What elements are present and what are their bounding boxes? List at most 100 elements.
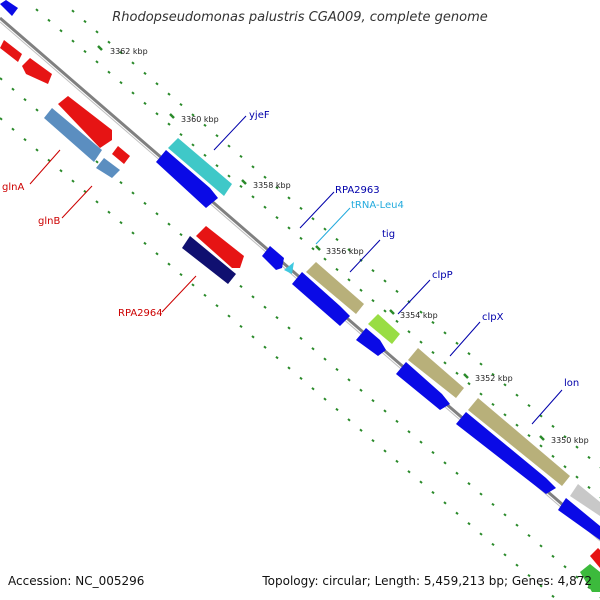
tick-dot bbox=[467, 382, 471, 386]
tick-dot bbox=[371, 439, 375, 443]
tick-dot bbox=[191, 143, 195, 147]
tick-dot bbox=[551, 554, 555, 558]
label-RPA2964[interactable]: RPA2964 bbox=[118, 308, 163, 319]
tick-dot bbox=[479, 532, 483, 536]
tick-dot bbox=[455, 341, 459, 345]
tick-dot bbox=[227, 144, 231, 148]
gene-green-edge[interactable] bbox=[580, 564, 600, 592]
tick-dot bbox=[539, 584, 543, 588]
tick-dot bbox=[347, 248, 351, 252]
label-glnB[interactable]: glnB bbox=[38, 216, 60, 227]
tick-dot bbox=[587, 455, 591, 460]
tick-dot bbox=[71, 179, 75, 183]
gene-navy-RPA2964[interactable] bbox=[182, 236, 236, 284]
tick-dot bbox=[119, 221, 123, 225]
tick-dot bbox=[191, 283, 195, 287]
gene-red-small[interactable] bbox=[112, 146, 130, 164]
tick-dot bbox=[407, 470, 411, 474]
gene-red-glnA[interactable] bbox=[58, 96, 112, 148]
tick-dot bbox=[563, 565, 567, 569]
tick-label-3358: 3358 kbp bbox=[253, 181, 291, 190]
callout-lon bbox=[531, 389, 563, 425]
tick-dot bbox=[575, 475, 579, 479]
tick-dot bbox=[335, 267, 339, 272]
gene-red-1[interactable] bbox=[0, 40, 22, 62]
gene-steel-2[interactable] bbox=[96, 158, 120, 178]
tick-dot bbox=[335, 367, 339, 372]
tick-dot bbox=[287, 326, 291, 330]
gene-blue-clpX[interactable] bbox=[396, 362, 450, 410]
tick-dot bbox=[215, 164, 219, 168]
label-glnA[interactable]: glnA bbox=[2, 182, 24, 193]
gene-track-forward bbox=[156, 138, 600, 592]
tick-dot bbox=[23, 137, 27, 142]
gene-khaki-tig[interactable] bbox=[306, 262, 364, 314]
tick-dot bbox=[383, 449, 387, 453]
tick-dot bbox=[491, 542, 495, 547]
tick-dot bbox=[107, 210, 111, 214]
tick-dot bbox=[323, 357, 327, 361]
label-tig[interactable]: tig bbox=[382, 229, 395, 240]
gene-khaki-clpX[interactable] bbox=[408, 348, 464, 398]
tick-dot bbox=[443, 501, 447, 505]
gene-teal-yjeF[interactable] bbox=[168, 138, 232, 196]
label-RPA2963[interactable]: RPA2963 bbox=[335, 185, 380, 196]
tick-label-3356: 3356 kbp bbox=[326, 247, 364, 256]
gene-blue-edge[interactable] bbox=[558, 498, 600, 540]
tick-dot bbox=[491, 402, 495, 407]
tick-dot bbox=[311, 387, 315, 391]
callout-tig bbox=[349, 239, 381, 273]
tick-dot bbox=[179, 102, 183, 107]
tick-dot bbox=[119, 81, 123, 85]
gene-grey[interactable] bbox=[570, 484, 600, 516]
label-clpP[interactable]: clpP bbox=[432, 270, 453, 281]
gene-blue-clpP[interactable] bbox=[356, 328, 386, 356]
tick-dot bbox=[515, 563, 519, 567]
tick-dot bbox=[431, 490, 435, 495]
gene-red-edge[interactable] bbox=[590, 548, 600, 568]
tick-dot bbox=[299, 236, 303, 240]
gene-lime-clpP[interactable] bbox=[368, 314, 400, 344]
tick-dot bbox=[527, 573, 531, 578]
gene-steel-1[interactable] bbox=[44, 108, 102, 162]
tick-dot bbox=[347, 378, 351, 382]
tick-label-3362: 3362 kbp bbox=[110, 47, 148, 56]
tick-dot bbox=[11, 127, 15, 131]
gene-khaki-lon[interactable] bbox=[468, 398, 570, 486]
gene-red-2[interactable] bbox=[22, 58, 52, 84]
label-lon[interactable]: lon bbox=[564, 378, 579, 389]
gene-blue-tig[interactable] bbox=[292, 272, 350, 326]
tick-dot bbox=[455, 511, 459, 515]
tick-dot bbox=[443, 461, 447, 465]
gene-track-reverse bbox=[0, 0, 244, 284]
tick-dot bbox=[167, 122, 171, 126]
label-tRNA-Leu4[interactable]: tRNA-Leu4 bbox=[351, 200, 404, 211]
tick-dot bbox=[167, 262, 171, 266]
label-yjeF[interactable]: yjeF bbox=[249, 110, 270, 121]
tick-dot bbox=[419, 340, 423, 344]
tick-dot bbox=[275, 185, 279, 190]
tick-label-3350: 3350 kbp bbox=[551, 436, 589, 445]
tick-dot bbox=[0, 77, 3, 81]
gene-red-RPA2964[interactable] bbox=[196, 226, 244, 268]
gene-blue-RPA2963[interactable] bbox=[262, 246, 284, 270]
tick-dot bbox=[539, 414, 543, 418]
gene-blue-corner[interactable] bbox=[0, 0, 18, 16]
gene-blue-lon[interactable] bbox=[456, 412, 556, 494]
gene-trna-leu4[interactable] bbox=[284, 262, 294, 274]
tick-dot bbox=[575, 575, 579, 579]
tick-dot bbox=[395, 419, 399, 424]
tick-dot bbox=[83, 19, 87, 24]
callout-lines bbox=[29, 115, 563, 425]
tick-dot bbox=[407, 330, 411, 334]
label-clpX[interactable]: clpX bbox=[482, 312, 504, 323]
callout-glnA bbox=[29, 149, 61, 185]
major-tick bbox=[463, 373, 469, 379]
gene-labels: glnA glnB RPA2964 yjeF RPA2963 tRNA-Leu4… bbox=[2, 110, 579, 389]
tick-dot bbox=[35, 108, 39, 112]
tick-dot bbox=[431, 350, 435, 355]
gene-blue-yjeF[interactable] bbox=[156, 150, 218, 208]
tick-dot bbox=[503, 413, 507, 417]
tick-dot bbox=[203, 123, 207, 127]
